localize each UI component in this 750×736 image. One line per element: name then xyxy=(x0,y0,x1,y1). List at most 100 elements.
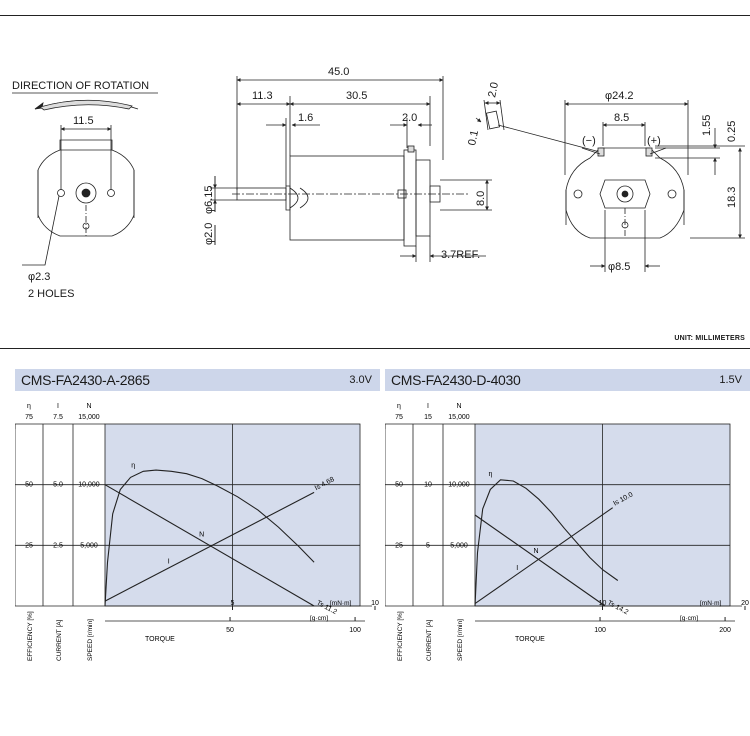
dim-2-0-dia: φ2.0 xyxy=(203,223,215,245)
panel-a-model: CMS-FA2430-A-2865 xyxy=(21,372,150,388)
panel-a-voltage: 3.0V xyxy=(349,374,372,386)
hole-dia-label: φ2.3 xyxy=(28,271,50,283)
x-unit-gcm: [g·cm] xyxy=(680,615,698,622)
x-unit-mNm: [mN·m] xyxy=(330,600,351,607)
dimension-drawing: DIRECTION OF ROTATION 11.5 φ2.3 2 HOLES … xyxy=(12,66,745,300)
panel-a-header: CMS-FA2430-A-2865 3.0V xyxy=(15,369,380,391)
dim-1-55: 1.55 xyxy=(701,115,713,136)
efficiency-tick: 50 xyxy=(25,482,33,489)
dim-8-5-top: 8.5 xyxy=(614,112,629,124)
dim-8-5-dia: φ8.5 xyxy=(608,261,630,273)
bearing-boss xyxy=(75,182,97,204)
vaxis-label-1: CURRENT [A] xyxy=(426,619,433,661)
speed-tick: 10,000 xyxy=(448,482,470,489)
axis-header-0: η xyxy=(397,403,401,410)
section-rule xyxy=(0,348,750,349)
efficiency-tick: 25 xyxy=(25,542,33,549)
series-speed-line xyxy=(104,484,315,607)
dim-18-3: 18.3 xyxy=(726,187,738,208)
hole-count-label: 2 HOLES xyxy=(28,288,74,300)
dim-1-6: 1.6 xyxy=(298,112,313,124)
panel-b-voltage: 1.5V xyxy=(719,374,742,386)
x-tick-gcm: 100 xyxy=(594,627,606,634)
front-outline xyxy=(37,139,135,237)
eff-curve-label: η xyxy=(489,471,493,478)
minus-terminal-label: (−) xyxy=(582,135,596,147)
speed-tick: 5,000 xyxy=(80,542,98,549)
dim-0-1: 0.1 xyxy=(466,129,481,146)
current-tick: 10 xyxy=(424,482,432,489)
unit-note: UNIT: MILLIMETERS xyxy=(674,335,745,342)
x-tick-gcm: 100 xyxy=(349,627,361,634)
x-tick-mNm: 20 xyxy=(741,600,749,607)
vaxis-label-2: SPEED [r/min] xyxy=(87,619,94,661)
speed-tick: 5,000 xyxy=(450,542,468,549)
top-rule xyxy=(0,15,750,16)
dim-2-0-top: 2.0 xyxy=(402,112,417,124)
dim-45-0: 45.0 xyxy=(328,66,349,78)
x-tick-mNm: 10 xyxy=(599,600,607,607)
current-curve-label: I xyxy=(516,565,518,572)
x-tick-gcm: 50 xyxy=(226,627,234,634)
series-efficiency-line xyxy=(104,469,315,607)
x-tick-gcm: 200 xyxy=(719,627,731,634)
current-curve-label: I xyxy=(168,559,170,566)
series-speed-line xyxy=(474,514,606,607)
series-efficiency-line xyxy=(474,479,619,607)
dim-8-0: 8.0 xyxy=(475,191,487,206)
x-axis-title: TORQUE xyxy=(515,636,545,643)
vaxis-label-2: SPEED [r/min] xyxy=(457,619,464,661)
speed-tick: 10,000 xyxy=(78,482,100,489)
vaxis-label-0: EFFICIENCY [%] xyxy=(397,611,404,661)
vaxis-label-0: EFFICIENCY [%] xyxy=(27,611,34,661)
top-tick-0: 75 xyxy=(25,414,33,421)
rear-outline xyxy=(565,147,685,239)
plus-terminal-label: (+) xyxy=(647,135,661,147)
dim-11-5: 11.5 xyxy=(73,115,94,127)
x-unit-mNm: [mN·m] xyxy=(700,600,721,607)
eff-curve-label: η xyxy=(131,462,135,469)
efficiency-tick: 25 xyxy=(395,542,403,549)
series-current-line xyxy=(104,491,315,602)
current-tick: 5 xyxy=(426,542,430,549)
mount-hole-right xyxy=(107,189,115,197)
mount-hole-left xyxy=(57,189,65,197)
axis-header-2: N xyxy=(456,403,461,410)
series-current-line xyxy=(474,507,614,605)
current-tick: 5.0 xyxy=(53,482,63,489)
panel-b-header: CMS-FA2430-D-4030 1.5V xyxy=(385,369,750,391)
dim-2-0-side: 2.0 xyxy=(486,81,501,98)
dim-11-3: 11.3 xyxy=(252,90,273,102)
vaxis-label-1: CURRENT [A] xyxy=(56,619,63,661)
dim-3-7-ref: 3.7REF. xyxy=(441,249,480,261)
current-tick: 2.5 xyxy=(53,542,63,549)
axis-header-2: N xyxy=(86,403,91,410)
dim-24-2: φ24.2 xyxy=(605,90,634,102)
x-tick-mNm: 5 xyxy=(231,600,235,607)
x-axis-title: TORQUE xyxy=(145,636,175,643)
top-tick-1: 7.5 xyxy=(53,414,63,421)
speed-curve-label: N xyxy=(199,531,204,538)
top-tick-2: 15,000 xyxy=(448,414,470,421)
rotation-label: DIRECTION OF ROTATION xyxy=(12,80,149,92)
dim-6-15: φ6.15 xyxy=(203,185,215,214)
top-tick-2: 15,000 xyxy=(78,414,100,421)
top-tick-1: 15 xyxy=(424,414,432,421)
x-tick-mNm: 10 xyxy=(371,600,379,607)
axis-header-0: η xyxy=(27,403,31,410)
axis-header-1: I xyxy=(427,403,429,410)
dim-30-5: 30.5 xyxy=(346,90,367,102)
rear-bearing xyxy=(616,185,634,203)
panel-b-model: CMS-FA2430-D-4030 xyxy=(391,372,521,388)
top-tick-0: 75 xyxy=(395,414,403,421)
axis-header-1: I xyxy=(57,403,59,410)
x-unit-gcm: [g·cm] xyxy=(310,615,328,622)
motor-can xyxy=(289,155,405,241)
speed-curve-label: N xyxy=(534,548,539,555)
efficiency-tick: 50 xyxy=(395,482,403,489)
dim-0-25: 0.25 xyxy=(726,121,738,142)
